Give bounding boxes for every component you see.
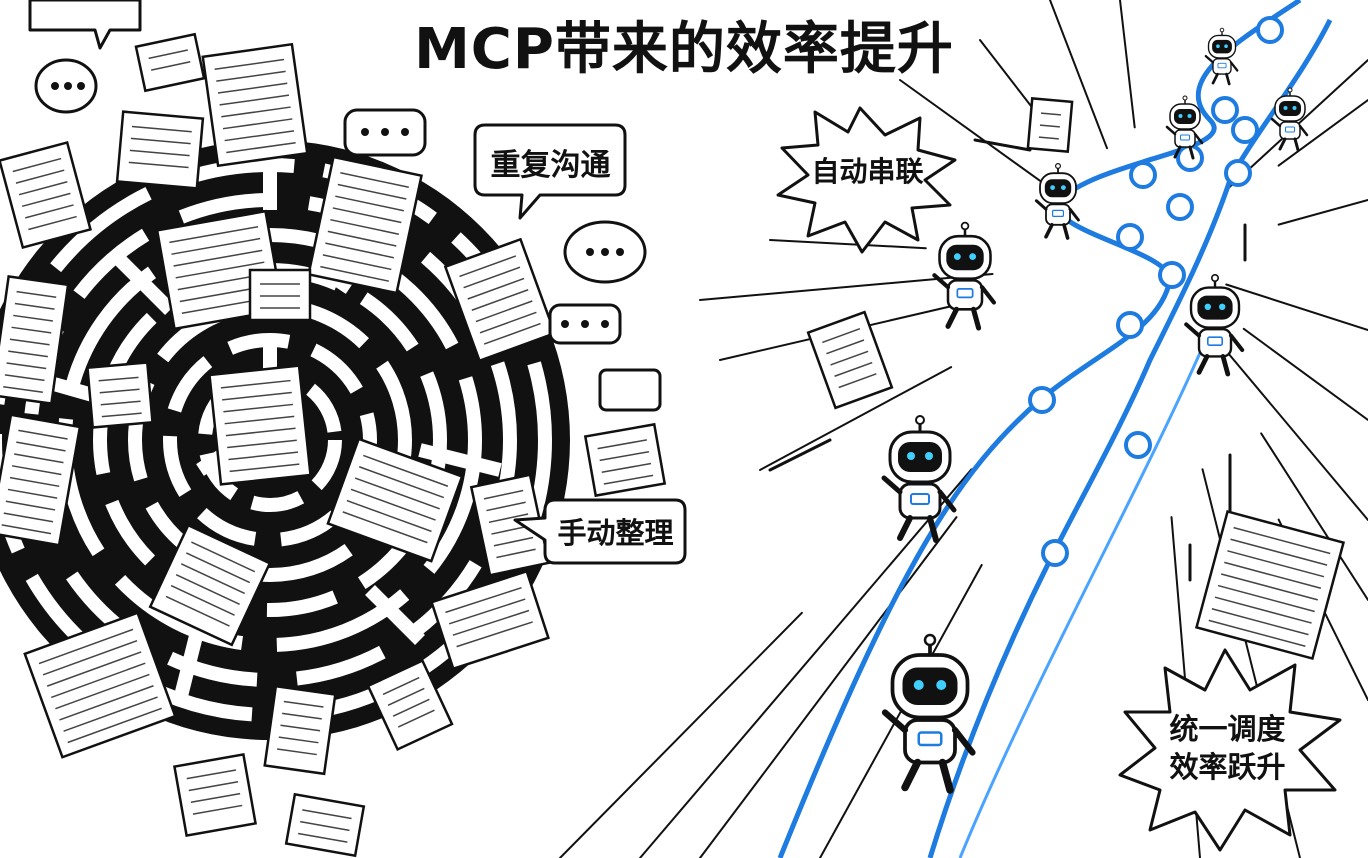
ellipsis-dot xyxy=(601,320,609,328)
speed-line xyxy=(1225,350,1368,521)
ellipsis-dot xyxy=(51,82,59,90)
document-icon xyxy=(326,437,464,563)
robot-icon xyxy=(932,221,997,331)
label-unified-dispatch: 统一调度 效率跃升 xyxy=(1165,710,1290,786)
document-icon xyxy=(0,140,92,250)
robot-icon xyxy=(881,633,976,794)
workflow-node xyxy=(1041,539,1069,567)
document-icon xyxy=(86,361,154,429)
document-icon xyxy=(148,523,272,647)
label-repeat-communication: 重复沟通 xyxy=(490,148,611,183)
starburst-unified xyxy=(1118,648,1342,852)
workflow-node xyxy=(1028,386,1056,414)
speed-line xyxy=(699,516,958,858)
ellipsis-dot xyxy=(616,248,624,256)
speed-line xyxy=(1049,0,1108,150)
workflow-node xyxy=(1224,159,1252,187)
ellipsis-dot xyxy=(601,248,609,256)
robot-icon xyxy=(1184,273,1245,377)
document-icon xyxy=(307,155,423,295)
starburst-auto-chain xyxy=(776,106,957,254)
workflow-node xyxy=(1158,261,1186,289)
document-icon xyxy=(583,422,667,498)
blue-workflow-path xyxy=(777,0,1333,858)
speed-line xyxy=(699,273,994,301)
document-icon xyxy=(806,310,894,410)
workflow-node xyxy=(1116,311,1144,339)
ellipsis-dot xyxy=(561,320,569,328)
label-unified-line2: 效率跃升 xyxy=(1169,750,1286,784)
document-icon xyxy=(0,413,82,547)
label-auto-chain: 自动串联 xyxy=(811,155,924,188)
ellipsis-dot xyxy=(64,82,72,90)
label-unified-line1: 统一调度 xyxy=(1169,712,1286,746)
workflow-node xyxy=(1124,431,1152,459)
speed-line xyxy=(639,468,973,858)
document-icon xyxy=(115,110,205,190)
speed-line xyxy=(559,611,803,858)
robot-icon xyxy=(881,415,957,543)
robot-icon xyxy=(1165,95,1204,160)
speed-line xyxy=(1242,327,1368,421)
speed-line xyxy=(759,366,953,471)
speed-line xyxy=(769,239,927,250)
ellipsis-dot xyxy=(77,82,85,90)
document-icon xyxy=(1194,509,1346,661)
document-icon xyxy=(208,364,312,486)
workflow-nodes xyxy=(1028,16,1284,567)
arrow-icon xyxy=(973,138,1032,152)
speed-line xyxy=(1119,0,1136,129)
workflow-node xyxy=(1116,223,1144,251)
document-icon xyxy=(134,32,206,93)
speed-line xyxy=(1260,432,1368,601)
document-icon xyxy=(23,611,177,759)
workflow-node xyxy=(1231,116,1259,144)
document-icon xyxy=(0,274,70,406)
workflow-node xyxy=(1166,193,1194,221)
arrow-icon xyxy=(768,438,832,472)
ellipsis-dot xyxy=(586,248,594,256)
workflow-node xyxy=(1129,161,1157,189)
page-title: MCP带来的效率提升 xyxy=(414,17,954,82)
ellipsis-dot xyxy=(361,128,369,136)
ellipsis-dot xyxy=(381,128,389,136)
bubble-repeat-communication xyxy=(473,123,627,220)
robot-icon xyxy=(1034,162,1080,240)
document-icon xyxy=(443,237,557,363)
bubble-manual-organize xyxy=(513,498,687,565)
robot-icon xyxy=(1270,87,1309,152)
ellipsis-dot xyxy=(581,320,589,328)
workflow-node xyxy=(1256,16,1284,44)
speed-line xyxy=(1277,199,1368,226)
speed-line xyxy=(1225,283,1368,331)
ellipsis-dot xyxy=(401,128,409,136)
document-icon xyxy=(366,658,454,752)
speed-line xyxy=(899,79,1044,184)
scattered-documents xyxy=(0,32,1346,858)
workflow-node xyxy=(1211,96,1239,124)
speed-line xyxy=(1277,99,1368,167)
document-icon xyxy=(263,684,337,776)
document-icon xyxy=(173,753,257,837)
document-icon xyxy=(201,42,309,168)
robots-group xyxy=(881,27,1309,794)
document-icon xyxy=(284,792,366,858)
document-icon xyxy=(430,569,550,671)
document-icon xyxy=(248,268,312,322)
document-icon xyxy=(1026,96,1074,154)
robot-icon xyxy=(1204,27,1239,86)
label-manual-organize: 手动整理 xyxy=(557,516,674,550)
